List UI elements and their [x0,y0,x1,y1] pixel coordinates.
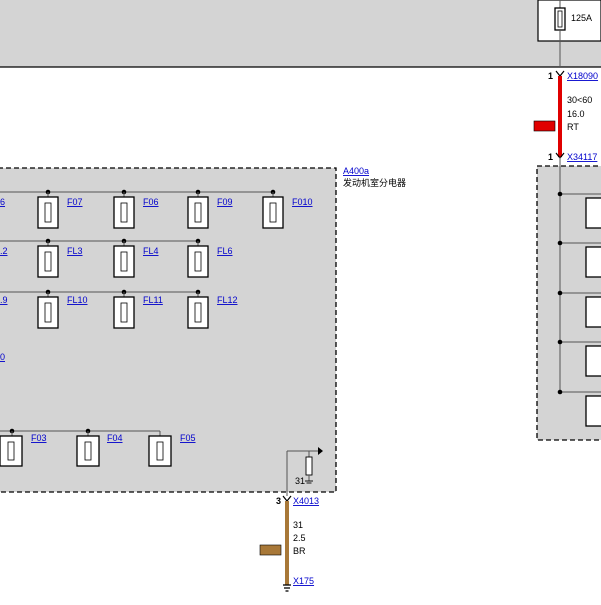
connector-top-symbol [555,70,565,77]
fuse-icon[interactable] [0,435,23,467]
fuse-label-f05[interactable]: F05 [180,433,196,443]
main-fuse-element [557,10,563,28]
main-fuse-box [537,0,601,42]
fuse-label-fl11[interactable]: FL11 [143,295,163,305]
fuse-icon[interactable] [187,296,209,329]
fuse-row-3 [0,289,209,329]
fuse-label-f010[interactable]: F010 [292,197,313,207]
brown-wire-spec: 31 [293,520,303,530]
fuse-label-fl12[interactable]: FL12 [217,295,238,305]
fuse-label-partial-4[interactable]: 0 [0,352,5,362]
fuse-label-fl6[interactable]: FL6 [217,246,233,256]
fuse-icon[interactable] [262,196,284,229]
connector-mid-pin: 1 [548,152,553,162]
top-unit-panel [0,0,601,67]
fuse-label-f07[interactable]: F07 [67,197,83,207]
brown-wire-color-code: BR [293,546,306,556]
red-wire-color-swatch [533,120,556,132]
fuse-icon[interactable] [113,196,135,229]
connector-mid-link[interactable]: X34117 [567,152,597,162]
fuse-label-fl10[interactable]: FL10 [67,295,88,305]
fuse-label-fl3[interactable]: FL3 [67,246,83,256]
fuse-row-2 [0,238,209,278]
component-name: 发动机室分电器 [343,177,406,188]
fuse-icon[interactable] [113,296,135,329]
fuse-icon[interactable] [187,245,209,278]
main-fuse-rating: 125A [571,13,592,23]
fuse-row-5 [0,428,172,467]
fuse-icon[interactable] [37,196,59,229]
component-id-link[interactable]: A400a [343,166,369,176]
connector-bottom-pin: 3 [276,496,281,506]
fuse-icon[interactable] [37,296,59,329]
red-wire-color-code: RT [567,122,579,132]
fuse-label-partial-1[interactable]: 6 [0,197,5,207]
fuse-icon[interactable] [37,245,59,278]
fuse-row-1 [0,189,284,229]
fuse-label-f04[interactable]: F04 [107,433,123,443]
fuse-label-partial-2[interactable]: .2 [0,246,8,256]
red-wire-spec: 30<60 [567,95,592,105]
fuse-icon[interactable] [113,245,135,278]
connector-top-link[interactable]: X18090 [567,71,598,81]
fuse-label-f03[interactable]: F03 [31,433,47,443]
right-fuse-stubs [557,191,601,427]
connector-bottom-symbol [282,495,292,502]
connector-bottom-link[interactable]: X4013 [293,496,319,506]
fuse-label-fl4[interactable]: FL4 [143,246,159,256]
fuse-label-f09[interactable]: F09 [217,197,233,207]
red-wire-cross-section: 16.0 [567,109,585,119]
fuse-label-partial-3[interactable]: .9 [0,295,8,305]
ground-point-symbol [283,584,291,592]
fuse-label-f06[interactable]: F06 [143,197,159,207]
brown-wire-color-swatch [259,544,282,556]
brown-wire-cross-section: 2.5 [293,533,306,543]
connector-top-pin: 1 [548,71,553,81]
fuse-icon[interactable] [187,196,209,229]
fuse-icon[interactable] [76,435,100,467]
ground-point-link[interactable]: X175 [293,576,314,586]
ground-label: 31 [295,476,305,486]
fuse-icon[interactable] [148,435,172,467]
ground-resistor-symbol [286,447,323,496]
